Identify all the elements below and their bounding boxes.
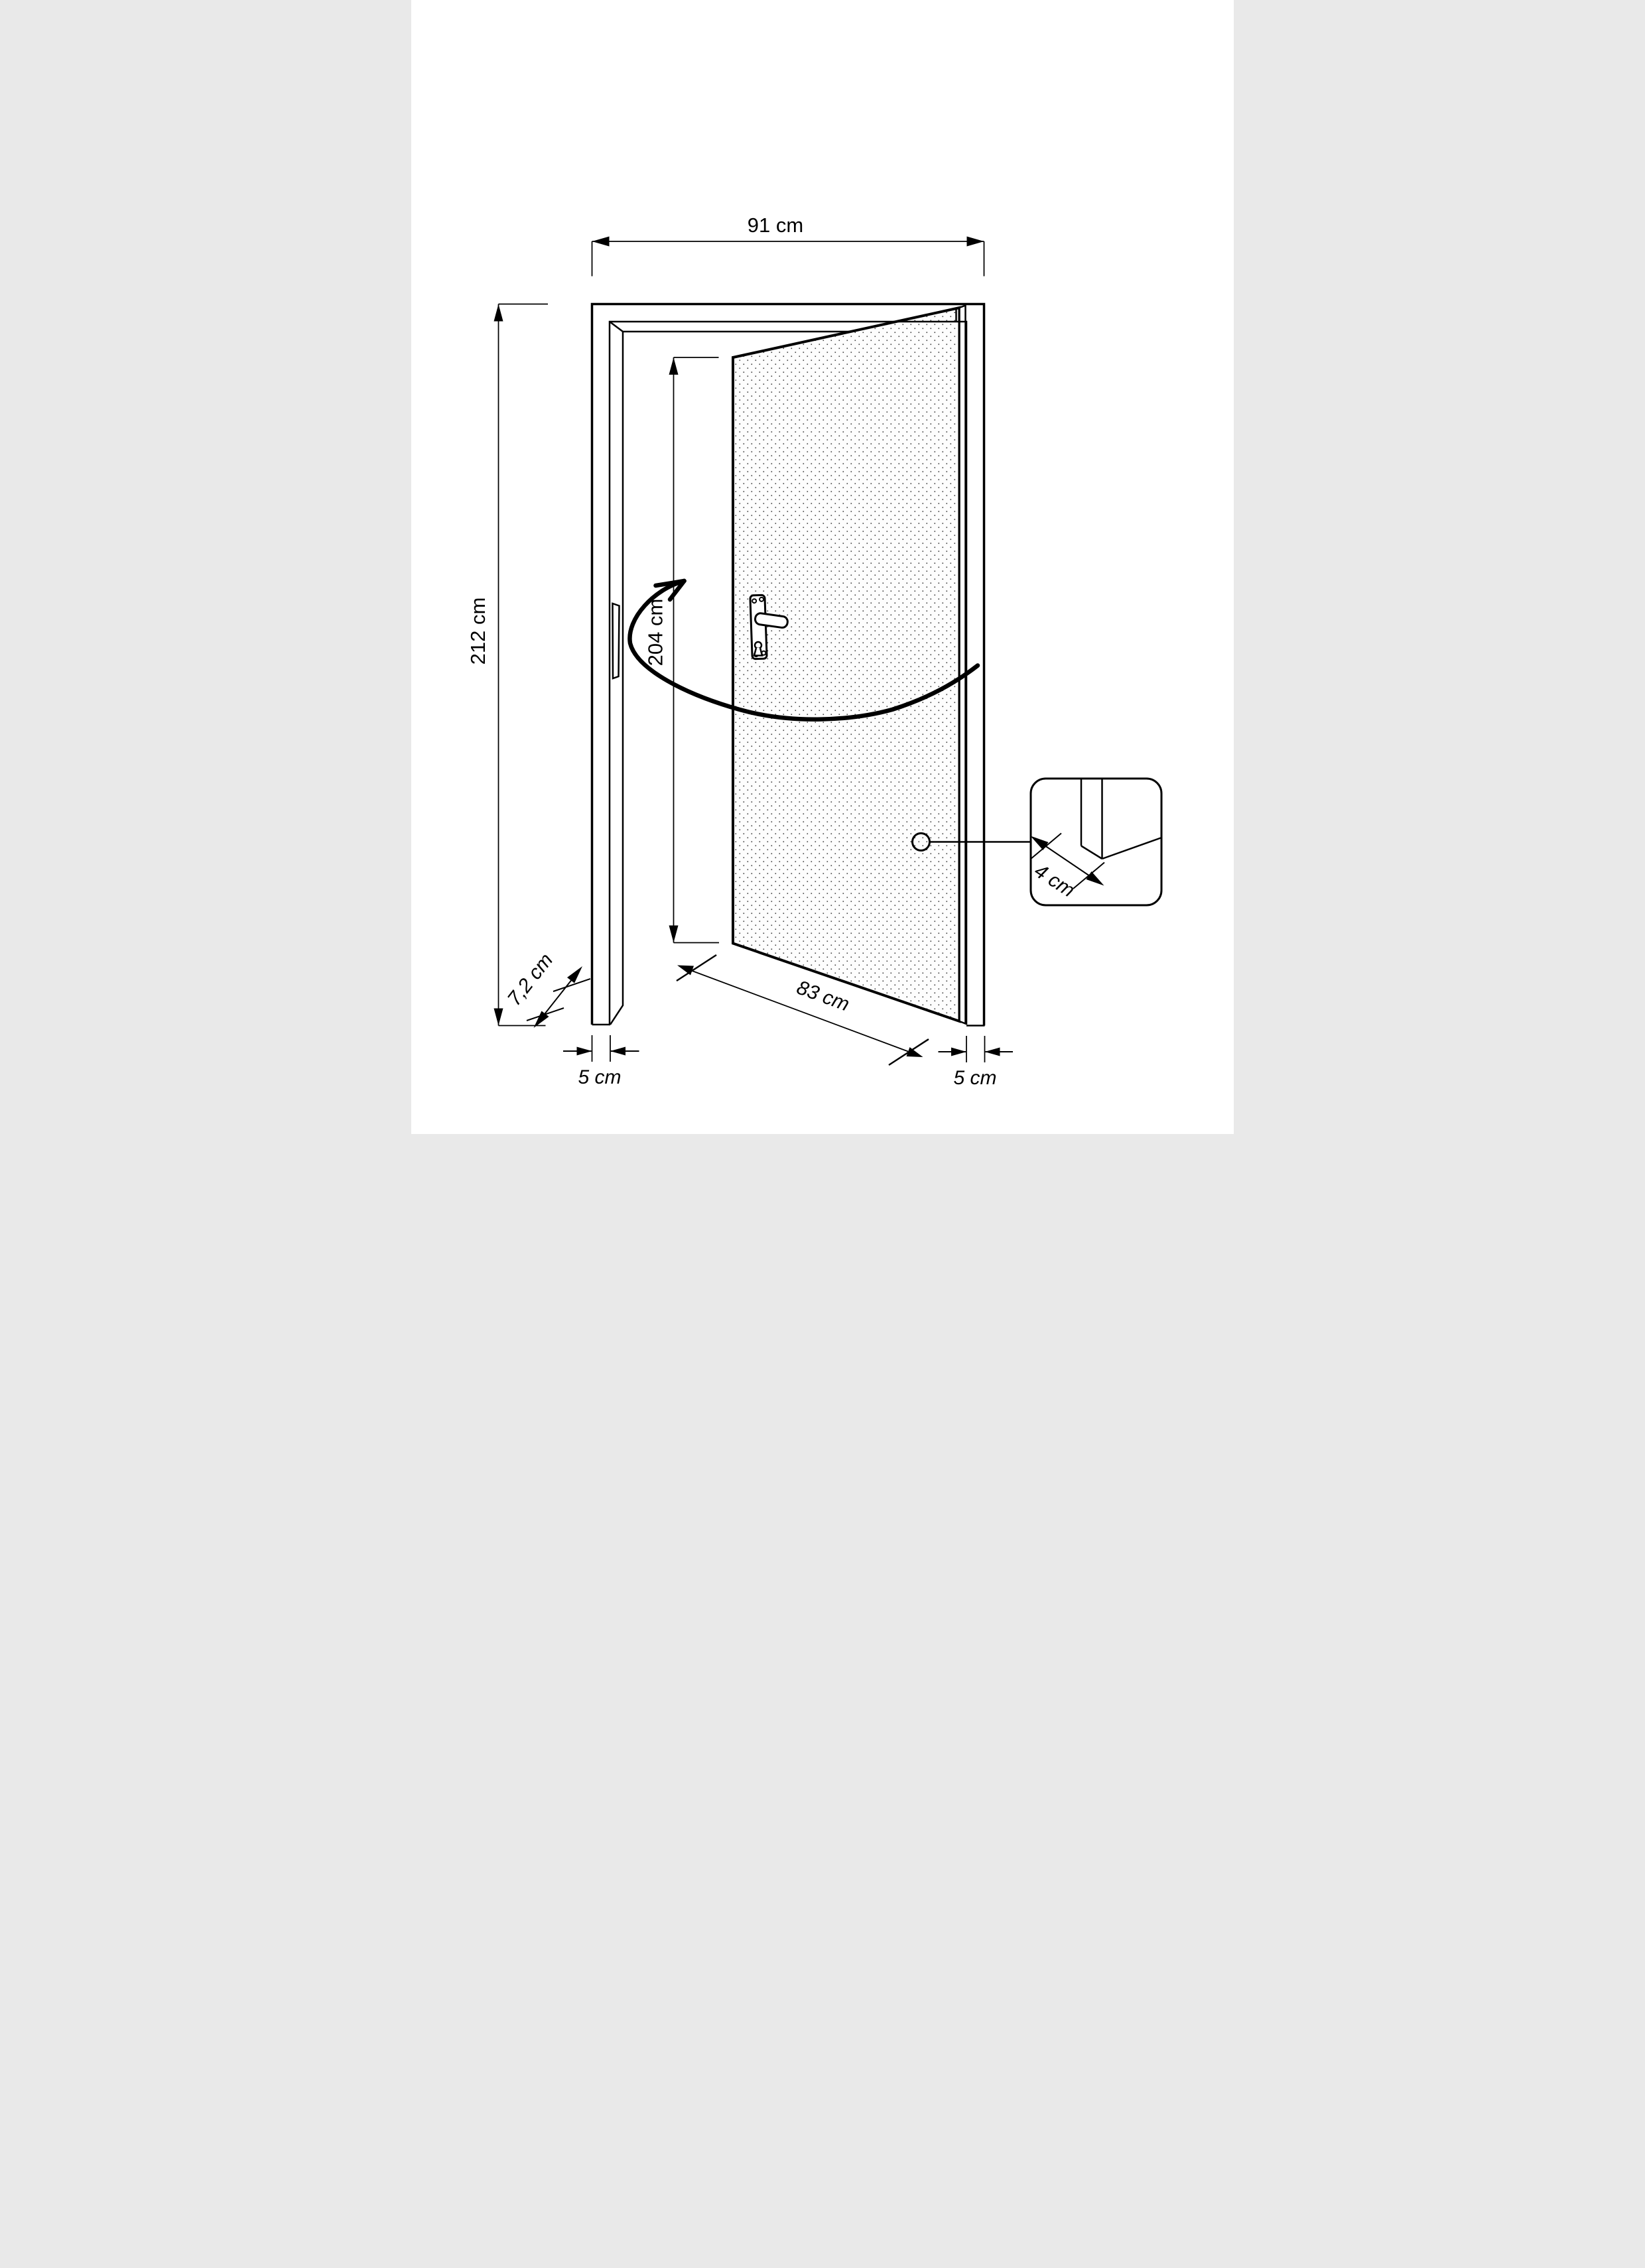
dim-arrowhead (610, 1046, 625, 1056)
dim-arrowhead (567, 966, 582, 983)
dim-tick (526, 1007, 564, 1021)
swing-arc (627, 578, 980, 722)
dim-tick (553, 978, 591, 992)
dim-tick (676, 954, 717, 982)
dim-line (1045, 846, 1090, 876)
keyhole-icon (754, 641, 763, 650)
keyhole-slot (753, 647, 763, 657)
dim-arrowhead (494, 1008, 503, 1026)
frame-height-label: 212 cm (466, 598, 490, 665)
dim-arrowhead (966, 236, 984, 247)
dim-arrowhead (906, 1047, 923, 1057)
arrow-barb (667, 578, 687, 602)
frame-left-reveal (609, 321, 624, 1025)
door-leaf (732, 304, 966, 1025)
jamb-left-label: 5 cm (578, 1066, 621, 1088)
door-edge-band (958, 304, 966, 1025)
dim-frame-height: 212 cm (466, 303, 548, 1027)
dim-tick (888, 1038, 929, 1066)
dim-arrowhead (984, 1047, 1000, 1056)
section-floor-line (1102, 837, 1161, 860)
dim-arrowhead (951, 1047, 966, 1056)
arrow-barb (653, 578, 687, 588)
door-height-label: 204 cm (644, 599, 667, 666)
dim-jamb-right: 5 cm (938, 1036, 1013, 1089)
dim-jamb-left: 5 cm (563, 1035, 639, 1088)
screw-icon (752, 598, 757, 604)
section-door-bottom (1081, 845, 1103, 860)
drawing-sheet: 4 cm 91 cm 212 cm 204 cm 83 cm (411, 0, 1234, 1134)
dim-tick (1029, 832, 1062, 860)
dim-arrowhead (1086, 871, 1104, 886)
dim-door-height: 204 cm (644, 357, 719, 944)
strike-plate (612, 602, 620, 680)
handle-backplate (749, 594, 768, 661)
dim-arrowhead (576, 1046, 592, 1056)
swing-arc-arrow (627, 578, 980, 722)
door-handle (749, 594, 789, 661)
dim-line (692, 970, 909, 1052)
dim-arrowhead (1030, 836, 1049, 850)
jamb-right-label: 5 cm (953, 1067, 996, 1089)
screw-icon (759, 596, 765, 602)
dim-arrowhead (669, 925, 679, 943)
dim-arrowhead (669, 357, 679, 375)
frame-width-label: 91 cm (748, 214, 803, 237)
door-face (732, 306, 961, 1023)
dim-frame-width: 91 cm (591, 214, 985, 277)
dim-line (544, 979, 572, 1015)
frame-outer-edge (590, 302, 986, 1026)
detail-callout-box (1029, 777, 1163, 907)
dim-arrowhead (494, 304, 503, 322)
door-dimension-diagram: 4 cm 91 cm 212 cm 204 cm 83 cm (411, 0, 1234, 1134)
lever-handle-icon (754, 612, 789, 629)
dim-arrowhead (533, 1011, 549, 1028)
dim-tick (1073, 861, 1105, 889)
dim-arrowhead (592, 236, 610, 247)
detail-callout: 4 cm (911, 777, 1163, 907)
